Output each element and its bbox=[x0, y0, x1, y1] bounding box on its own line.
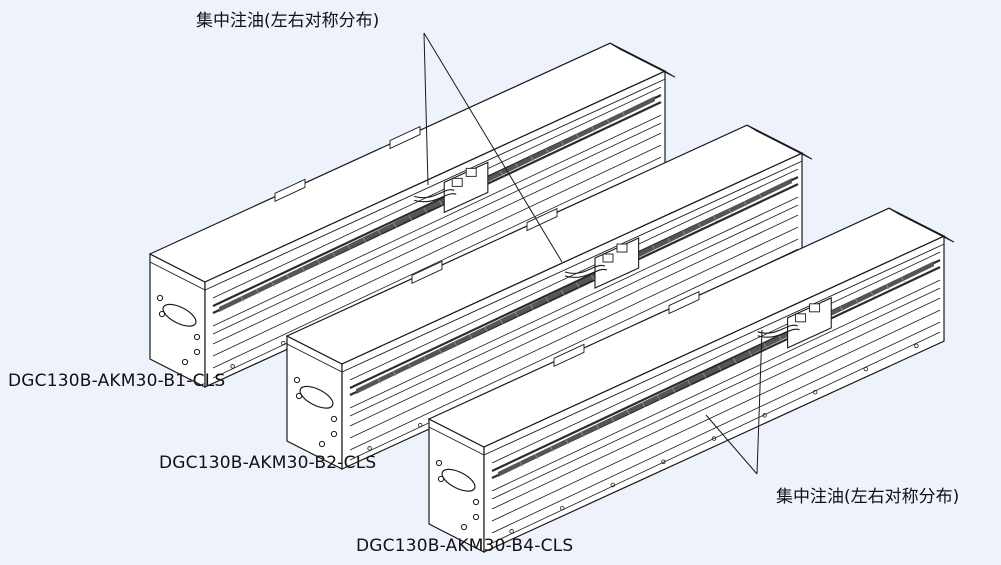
end-hole bbox=[472, 498, 480, 506]
oil-nipple bbox=[465, 167, 477, 177]
end-hole bbox=[193, 333, 201, 341]
end-slot bbox=[299, 385, 334, 409]
actuator-b1 bbox=[148, 42, 676, 388]
cable bbox=[414, 189, 455, 199]
end-hole bbox=[330, 415, 338, 423]
oil-nipple bbox=[451, 177, 463, 187]
mounting-bracket bbox=[526, 207, 558, 232]
far-end-cap bbox=[609, 42, 676, 78]
leader-line bbox=[756, 329, 763, 475]
end-hole bbox=[460, 523, 468, 531]
end-hole bbox=[472, 513, 480, 521]
end-slot bbox=[162, 303, 197, 327]
oil-nipple bbox=[809, 303, 821, 313]
end-hole bbox=[181, 358, 189, 366]
leader-lines bbox=[423, 32, 763, 475]
actuator-b4 bbox=[427, 207, 955, 553]
oil-nipple bbox=[602, 253, 614, 263]
leader-line bbox=[423, 32, 563, 263]
oil-nipple bbox=[795, 313, 807, 323]
cable bbox=[564, 264, 606, 274]
far-end-cap bbox=[746, 124, 813, 160]
leader-line bbox=[423, 32, 429, 186]
mounting-bracket bbox=[553, 343, 585, 367]
model-label-b1: DGC130B-AKM30-B1-CLS bbox=[8, 371, 226, 391]
end-hole bbox=[158, 310, 166, 318]
end-hole bbox=[295, 392, 303, 400]
end-hole bbox=[293, 376, 301, 384]
end-hole bbox=[435, 459, 443, 467]
mounting-bracket bbox=[389, 125, 421, 150]
lubrication-note-top: 集中注油(左右对称分布) bbox=[196, 11, 380, 31]
guide-rail bbox=[356, 178, 793, 394]
end-hole bbox=[193, 348, 201, 356]
oil-nipple bbox=[616, 243, 628, 253]
end-hole bbox=[330, 430, 338, 438]
lubrication-note-right: 集中注油(左右对称分布) bbox=[776, 487, 960, 507]
end-hole bbox=[318, 440, 326, 448]
actuator-b2 bbox=[285, 124, 813, 470]
mounting-bracket bbox=[668, 290, 700, 315]
end-slot bbox=[441, 468, 476, 492]
model-label-b4: DGC130B-AKM30-B4-CLS bbox=[356, 536, 574, 556]
end-hole bbox=[437, 475, 445, 483]
end-hole bbox=[156, 294, 164, 302]
leader-line bbox=[705, 414, 758, 475]
guide-rail bbox=[219, 96, 656, 312]
mounting-bracket bbox=[411, 260, 443, 284]
far-end-cap bbox=[888, 207, 955, 243]
mounting-bracket bbox=[274, 178, 306, 202]
model-label-b2: DGC130B-AKM30-B2-CLS bbox=[159, 453, 377, 473]
